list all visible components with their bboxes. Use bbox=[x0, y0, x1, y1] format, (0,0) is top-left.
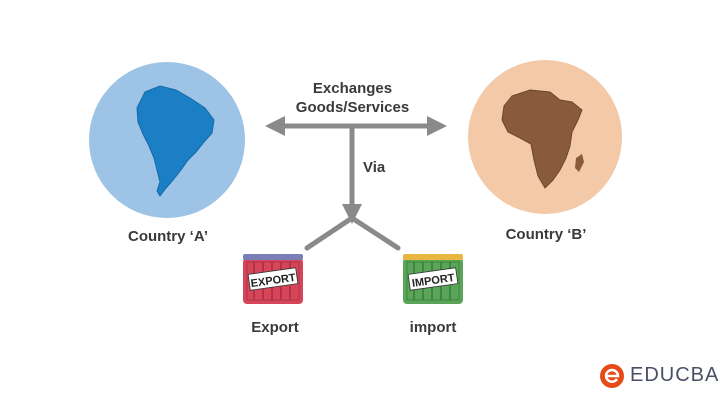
madagascar-icon bbox=[575, 154, 584, 172]
import-badge-text: IMPORT bbox=[411, 272, 455, 290]
import-label: import bbox=[409, 319, 457, 336]
south-america-icon bbox=[136, 85, 215, 197]
africa-icon bbox=[501, 89, 583, 189]
branch-line-import bbox=[349, 215, 401, 251]
import-container-icon: IMPORT bbox=[403, 254, 463, 304]
country-b-label: Country ‘B’ bbox=[505, 226, 587, 243]
country-a-label: Country ‘A’ bbox=[127, 228, 208, 245]
flow-label-line1: Exchanges bbox=[312, 80, 393, 97]
via-label: Via bbox=[363, 159, 386, 176]
educba-logo-icon bbox=[600, 364, 624, 388]
branch-line-export bbox=[304, 215, 355, 251]
flow-label-line2: Goods/Services bbox=[295, 99, 410, 116]
export-label: Export bbox=[251, 319, 299, 336]
brand-name: EDUCBA bbox=[630, 364, 720, 386]
export-container-icon: EXPORT bbox=[243, 254, 303, 304]
